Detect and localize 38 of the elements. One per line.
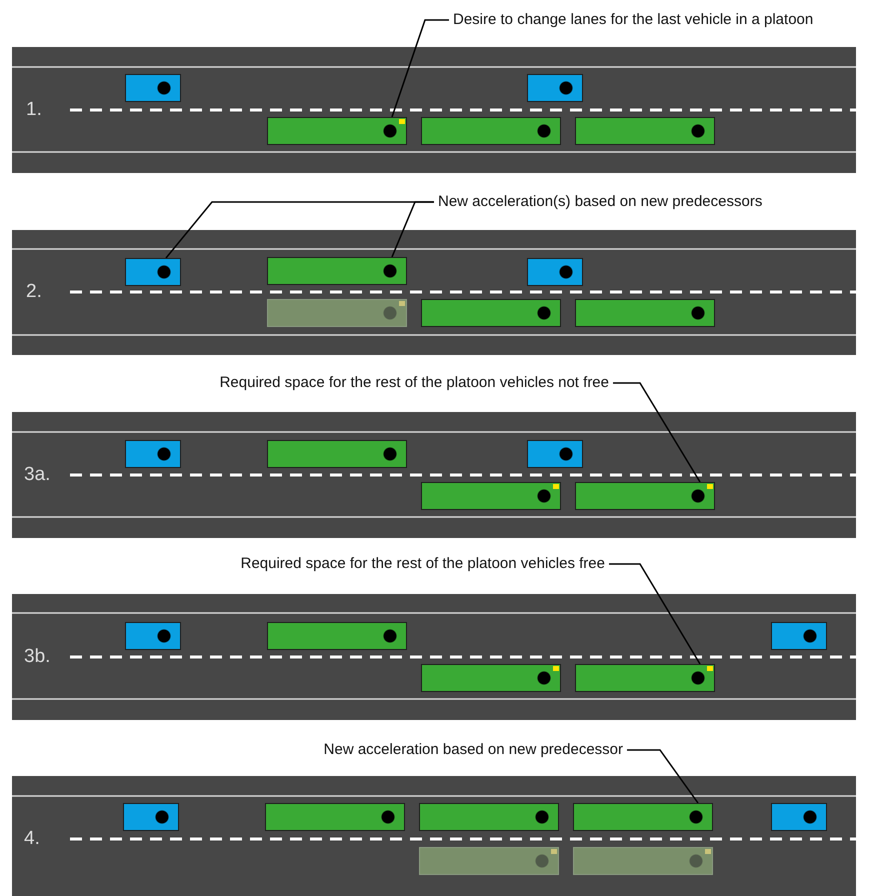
leader-line xyxy=(609,563,701,664)
vehicle xyxy=(771,622,827,650)
step-number: 3b. xyxy=(24,646,50,668)
vehicle xyxy=(575,117,715,145)
step-number: 1. xyxy=(26,99,42,121)
vehicle xyxy=(267,299,407,327)
vehicle xyxy=(527,258,583,286)
step-number: 2. xyxy=(26,281,42,303)
leader-line xyxy=(391,201,434,258)
leader-line xyxy=(627,749,699,804)
vehicle xyxy=(419,847,559,875)
vehicle xyxy=(573,803,713,831)
vehicle xyxy=(421,664,561,692)
vehicle xyxy=(421,117,561,145)
vehicle xyxy=(125,74,181,102)
vehicle xyxy=(527,440,583,468)
vehicle xyxy=(267,440,407,468)
vehicle xyxy=(267,622,407,650)
leader-line xyxy=(613,382,701,482)
vehicle xyxy=(575,664,715,692)
vehicle xyxy=(527,74,583,102)
vehicle xyxy=(575,299,715,327)
vehicle xyxy=(125,622,181,650)
vehicle xyxy=(125,440,181,468)
vehicle xyxy=(575,482,715,510)
vehicle xyxy=(421,482,561,510)
vehicle xyxy=(267,117,407,145)
vehicle xyxy=(419,803,559,831)
step-number: 3a. xyxy=(24,464,50,486)
leader-line xyxy=(391,19,449,118)
vehicle xyxy=(125,258,181,286)
vehicle xyxy=(267,257,407,285)
vehicle xyxy=(123,803,179,831)
vehicle xyxy=(573,847,713,875)
vehicle xyxy=(421,299,561,327)
vehicle xyxy=(265,803,405,831)
vehicle xyxy=(771,803,827,831)
step-number: 4. xyxy=(24,828,40,850)
